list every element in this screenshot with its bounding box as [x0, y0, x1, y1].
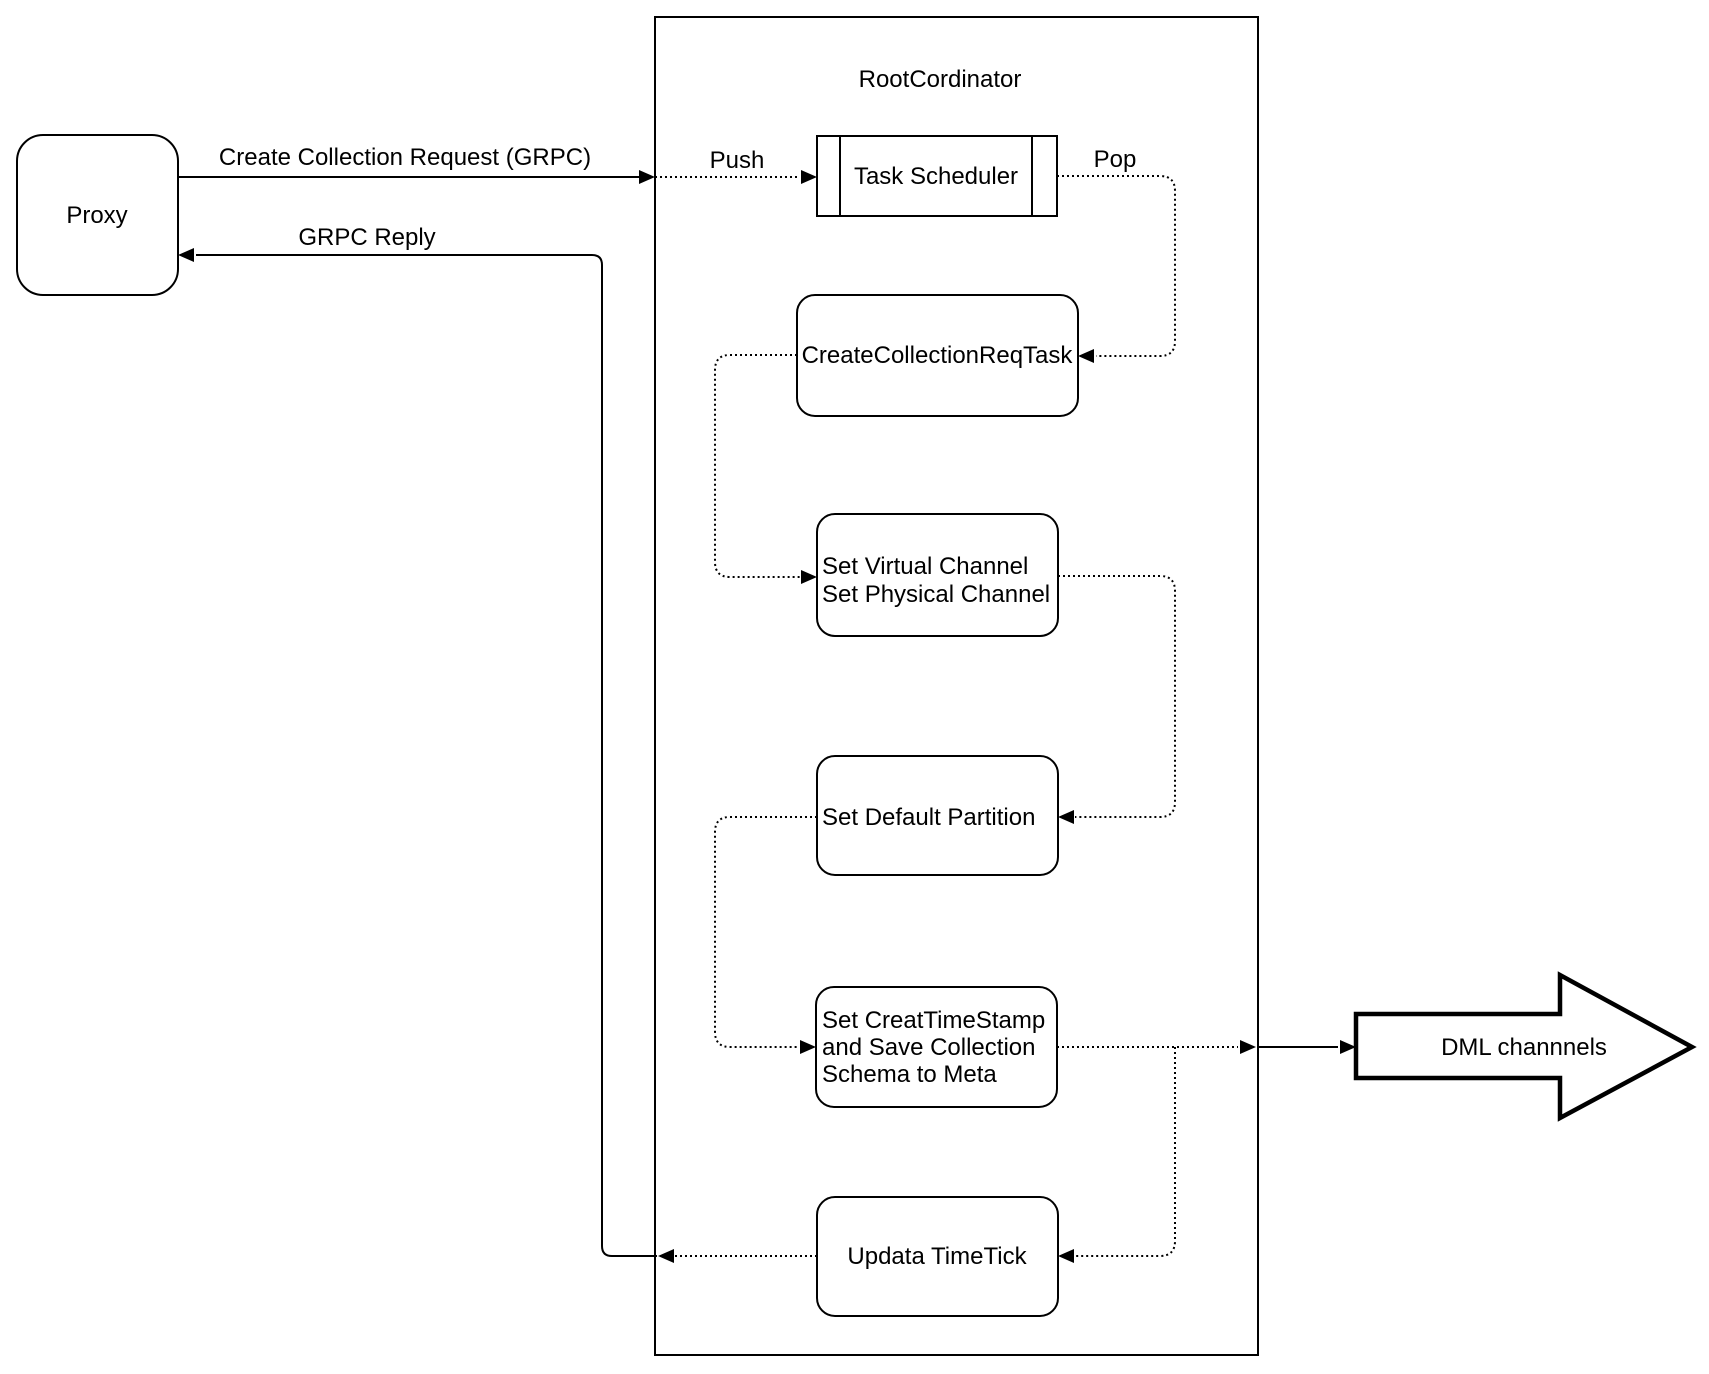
- dml-channels-block-arrow: [1353, 971, 1697, 1122]
- set-creat-timestamp-line2: and Save Collection: [822, 1034, 1035, 1061]
- edge-reqtask-to-virtual-channel: [714, 354, 817, 584]
- node-task-scheduler: Task Scheduler: [816, 135, 1058, 217]
- edge-push: Push: [655, 147, 817, 184]
- set-virtual-channel-line1: Set Virtual Channel: [822, 553, 1028, 580]
- set-default-partition-box: [816, 755, 1059, 876]
- arrowhead-into-set-creat-timestamp: [800, 1040, 816, 1054]
- arrowhead-into-create-collection-req-task: [1078, 349, 1094, 363]
- edge-border-to-dml: [1257, 1040, 1356, 1054]
- proxy-label: Proxy: [66, 202, 127, 229]
- updata-timetick-label: Updata TimeTick: [847, 1243, 1027, 1270]
- push-label: Push: [710, 147, 765, 174]
- set-virtual-channel-line2: Set Physical Channel: [822, 581, 1050, 608]
- set-default-partition-label: Set Default Partition: [822, 804, 1035, 831]
- root-coordinator-title: RootCordinator: [859, 66, 1022, 93]
- edge-default-to-creat-timestamp: [714, 816, 817, 1054]
- default-to-timestamp-line: [714, 816, 817, 1048]
- node-set-default-partition: Set Default Partition: [816, 755, 1059, 876]
- node-dml-channels: DML channnels: [1353, 971, 1697, 1122]
- root-coordinator-box: [654, 16, 1259, 1356]
- node-create-collection-req-task: CreateCollectionReqTask: [796, 294, 1079, 417]
- task-scheduler-label: Task Scheduler: [854, 163, 1018, 190]
- arrowhead-into-root-border: [639, 170, 655, 184]
- edge-pop: Pop: [1057, 146, 1176, 363]
- create-collection-request-label: Create Collection Request (GRPC): [219, 144, 591, 171]
- edge-create-collection-request: Create Collection Request (GRPC): [178, 144, 655, 184]
- arrowhead-at-right-border: [1240, 1040, 1256, 1054]
- grpc-reply-line: [196, 254, 657, 1257]
- edge-grpc-reply: GRPC Reply: [178, 224, 657, 1257]
- set-creat-timestamp-line3: Schema to Meta: [822, 1061, 997, 1088]
- node-proxy: Proxy: [16, 134, 179, 296]
- dml-channels-label: DML channnels: [1441, 1034, 1607, 1061]
- edge-timestamp-to-border: [1057, 1040, 1256, 1054]
- pop-label: Pop: [1094, 146, 1137, 173]
- proxy-box: [16, 134, 179, 296]
- arrowhead-into-proxy: [178, 248, 194, 262]
- arrowhead-into-set-virtual-channel: [801, 570, 817, 584]
- edge-timestamp-branch-to-timetick: [1058, 1047, 1176, 1263]
- reqtask-to-virtual-line: [714, 354, 800, 578]
- node-set-virtual-channel: Set Virtual Channel Set Physical Channel: [816, 513, 1059, 637]
- branch-to-timetick-line: [1076, 1047, 1176, 1257]
- set-creat-timestamp-line1: Set CreatTimeStamp: [822, 1007, 1045, 1034]
- node-updata-timetick: Updata TimeTick: [816, 1196, 1059, 1317]
- arrowhead-at-left-border: [658, 1249, 674, 1263]
- edge-virtual-to-default-partition: [1058, 575, 1176, 824]
- root-coordinator-container: RootCordinator: [654, 16, 1259, 1356]
- virtual-to-default-line: [1058, 575, 1176, 818]
- pop-line: [1057, 175, 1176, 357]
- node-set-creat-timestamp: Set CreatTimeStamp and Save Collection S…: [815, 986, 1058, 1108]
- grpc-reply-label: GRPC Reply: [298, 224, 435, 251]
- arrowhead-into-set-default-partition: [1058, 810, 1074, 824]
- create-collection-req-task-label: CreateCollectionReqTask: [802, 342, 1074, 369]
- arrowhead-into-updata-timetick: [1058, 1249, 1074, 1263]
- task-scheduler-box: [816, 135, 1058, 217]
- arrowhead-into-task-scheduler: [801, 170, 817, 184]
- arrowhead-into-dml-channels: [1340, 1040, 1356, 1054]
- edge-timetick-to-border: [658, 1249, 817, 1263]
